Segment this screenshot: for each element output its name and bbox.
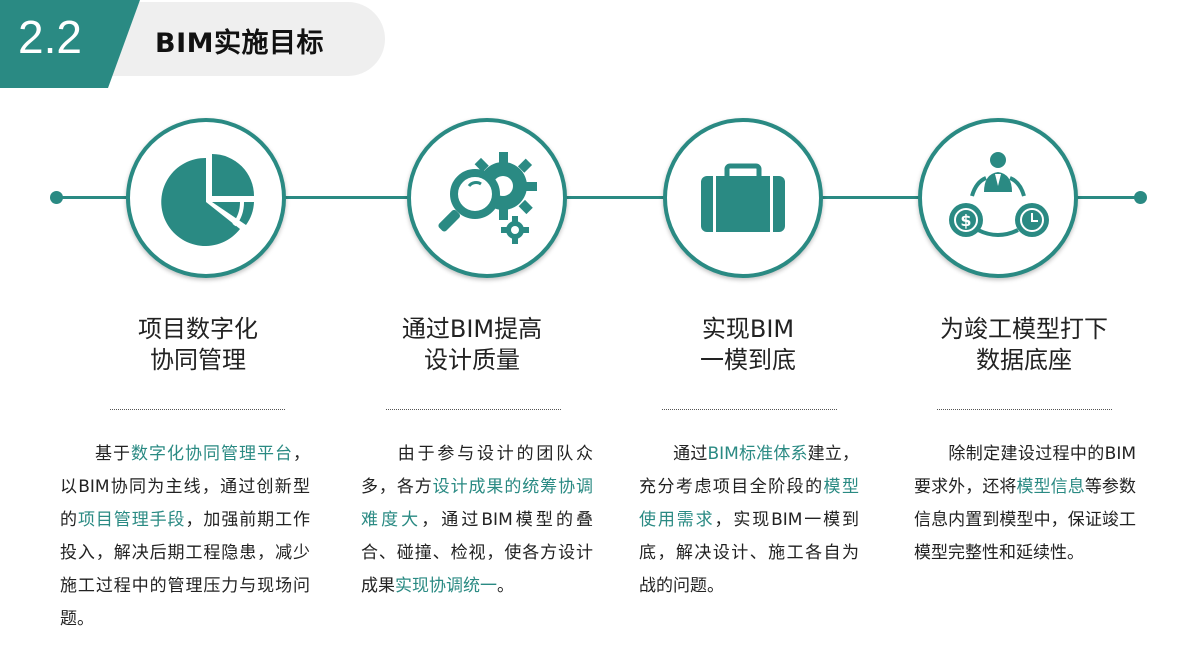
divider-3 bbox=[662, 409, 837, 410]
highlighted-text: 模型使用需求 bbox=[639, 477, 860, 530]
goal-title-line: 一模到底 bbox=[700, 346, 796, 374]
highlighted-text: 数字化协同管理平台 bbox=[131, 444, 293, 464]
body-text: 建立，充分考虑项目全阶段的 bbox=[639, 444, 860, 497]
body-text: 由于参与设计的团队众多，各方 bbox=[361, 444, 593, 497]
section-number: 2.2 bbox=[18, 11, 82, 63]
goal-description-2: 由于参与设计的团队众多，各方设计成果的统筹协调难度大，通过BIM模型的叠合、碰撞… bbox=[361, 438, 593, 603]
body-text: 等参数信息内置到模型中，保证竣工模型完整性和延续性。 bbox=[914, 477, 1137, 563]
body-text: ，实现BIM一模到底，解决设计、施工各自为战的问题。 bbox=[639, 510, 860, 596]
gear-magnifier-icon bbox=[438, 152, 537, 244]
svg-text:$: $ bbox=[960, 211, 971, 230]
highlighted-text: BIM标准体系 bbox=[707, 444, 808, 464]
goal-title-line: 协同管理 bbox=[150, 346, 246, 374]
divider-4 bbox=[937, 409, 1112, 410]
body-text: ，以BIM协同为主线，通过创新型的 bbox=[60, 444, 310, 530]
goal-title-line: 设计质量 bbox=[424, 346, 520, 374]
body-text: 基于 bbox=[94, 444, 131, 464]
goal-title-3: 实现BIM 一模到底 bbox=[633, 314, 863, 376]
goal-description-4: 除制定建设过程中的BIM要求外，还将模型信息等参数信息内置到模型中，保证竣工模型… bbox=[914, 438, 1136, 570]
goal-circle-1 bbox=[126, 118, 286, 278]
timeline-start-dot bbox=[50, 191, 63, 204]
briefcase-icon bbox=[701, 163, 785, 232]
goal-title-1: 项目数字化 协同管理 bbox=[83, 314, 313, 376]
goal-description-1: 基于数字化协同管理平台，以BIM协同为主线，通过创新型的项目管理手段，加强前期工… bbox=[60, 438, 310, 636]
goal-circle-2 bbox=[407, 118, 567, 278]
goal-title-line: 通过BIM提高 bbox=[401, 315, 543, 343]
goal-title-4: 为竣工模型打下 数据底座 bbox=[909, 314, 1139, 376]
goal-title-line: 数据底座 bbox=[976, 346, 1072, 374]
highlighted-text: 设计成果的统筹协调难度大 bbox=[361, 477, 594, 530]
person-money-time-icon: $ bbox=[949, 152, 1049, 237]
body-text: ，通过BIM模型的叠合、碰撞、检视，使各方设计成果 bbox=[361, 510, 594, 596]
body-text: 除制定建设过程中的BIM要求外，还将 bbox=[914, 444, 1136, 497]
pie-chart-icon bbox=[161, 154, 254, 246]
highlighted-text: 实现协调统一 bbox=[395, 576, 497, 596]
goal-title-2: 通过BIM提高 设计质量 bbox=[357, 314, 587, 376]
highlighted-text: 模型信息 bbox=[1016, 477, 1085, 497]
goal-title-line: 项目数字化 bbox=[138, 315, 258, 343]
body-text: 通过 bbox=[673, 444, 708, 464]
page-title: BIM实施目标 bbox=[155, 28, 324, 59]
goal-title-line: 实现BIM bbox=[701, 315, 795, 343]
timeline-line bbox=[56, 196, 1142, 199]
divider-2 bbox=[386, 409, 561, 410]
highlighted-text: 项目管理手段 bbox=[77, 510, 186, 530]
divider-1 bbox=[110, 409, 285, 410]
goal-circle-3 bbox=[663, 118, 823, 278]
goal-title-line: 为竣工模型打下 bbox=[940, 315, 1108, 343]
body-text: ，加强前期工作投入，解决后期工程隐患，减少施工过程中的管理压力与现场问题。 bbox=[60, 510, 311, 629]
goal-circle-4: $ bbox=[918, 118, 1078, 278]
timeline-end-dot bbox=[1134, 191, 1147, 204]
goal-description-3: 通过BIM标准体系建立，充分考虑项目全阶段的模型使用需求，实现BIM一模到底，解… bbox=[639, 438, 859, 603]
body-text: 。 bbox=[497, 576, 514, 596]
